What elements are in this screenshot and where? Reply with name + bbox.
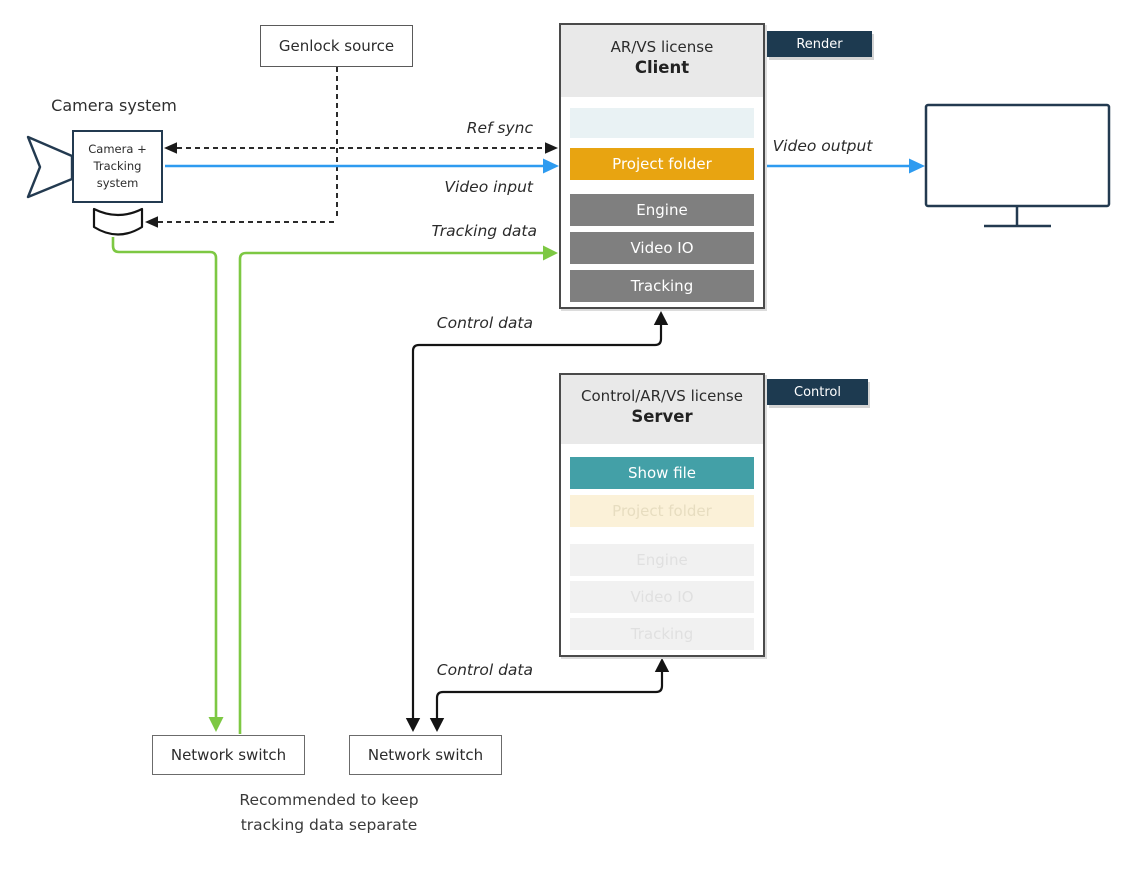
server-role-label: Server [631,407,693,426]
video-input-label: Video input [444,178,533,196]
camera-lens-icon [26,135,74,199]
camera-box-line1: Camera + [88,142,147,157]
tracking-note: Recommended to keep tracking data separa… [204,788,454,838]
genlock-source-box: Genlock source [260,25,413,67]
camera-tracking-box: Camera + Tracking system [72,130,163,203]
tracking-data-label: Tracking data [431,222,537,240]
server-box: Control/AR/VS license Server Show file P… [559,373,765,657]
tracking-camera-to-switch-line [111,237,218,718]
client-row-video-io: Video IO [570,232,754,264]
server-row-video-io: Video IO [570,581,754,613]
camera-system-title: Camera system [51,96,177,115]
camera-box-line2: Tracking [93,159,142,174]
server-row-engine: Engine [570,544,754,576]
tracking-note-line1: Recommended to keep [239,791,419,809]
monitor-icon [924,103,1111,228]
client-box: AR/VS license Client Project folder Engi… [559,23,765,309]
client-row-project-folder: Project folder [570,148,754,180]
server-row-project-folder: Project folder [570,495,754,527]
ref-sync-label: Ref sync [466,119,533,137]
server-row-tracking: Tracking [570,618,754,650]
server-header: Control/AR/VS license Server [561,375,763,444]
network-switch-right-box: Network switch [349,735,502,775]
tracking-wires [111,237,543,734]
video-output-label: Video output [772,137,873,155]
control-badge: Control [767,379,868,405]
client-row-tracking: Tracking [570,270,754,302]
client-row-showfile-slot [570,108,754,138]
genlock-wires [158,67,545,223]
client-license-label: AR/VS license [610,38,714,56]
tracking-sensor-icon [92,207,144,236]
tracking-note-line2: tracking data separate [240,815,418,834]
control-data-top-label: Control data [436,314,533,332]
camera-box-line3: system [96,175,139,190]
network-switch-left-box: Network switch [152,735,305,775]
client-header: AR/VS license Client [561,25,763,97]
server-row-show-file: Show file [570,457,754,489]
server-license-label: Control/AR/VS license [581,387,743,405]
client-row-engine: Engine [570,194,754,226]
client-role-label: Client [634,58,690,77]
control-data-bottom-label: Control data [436,661,533,679]
render-badge: Render [767,31,872,57]
